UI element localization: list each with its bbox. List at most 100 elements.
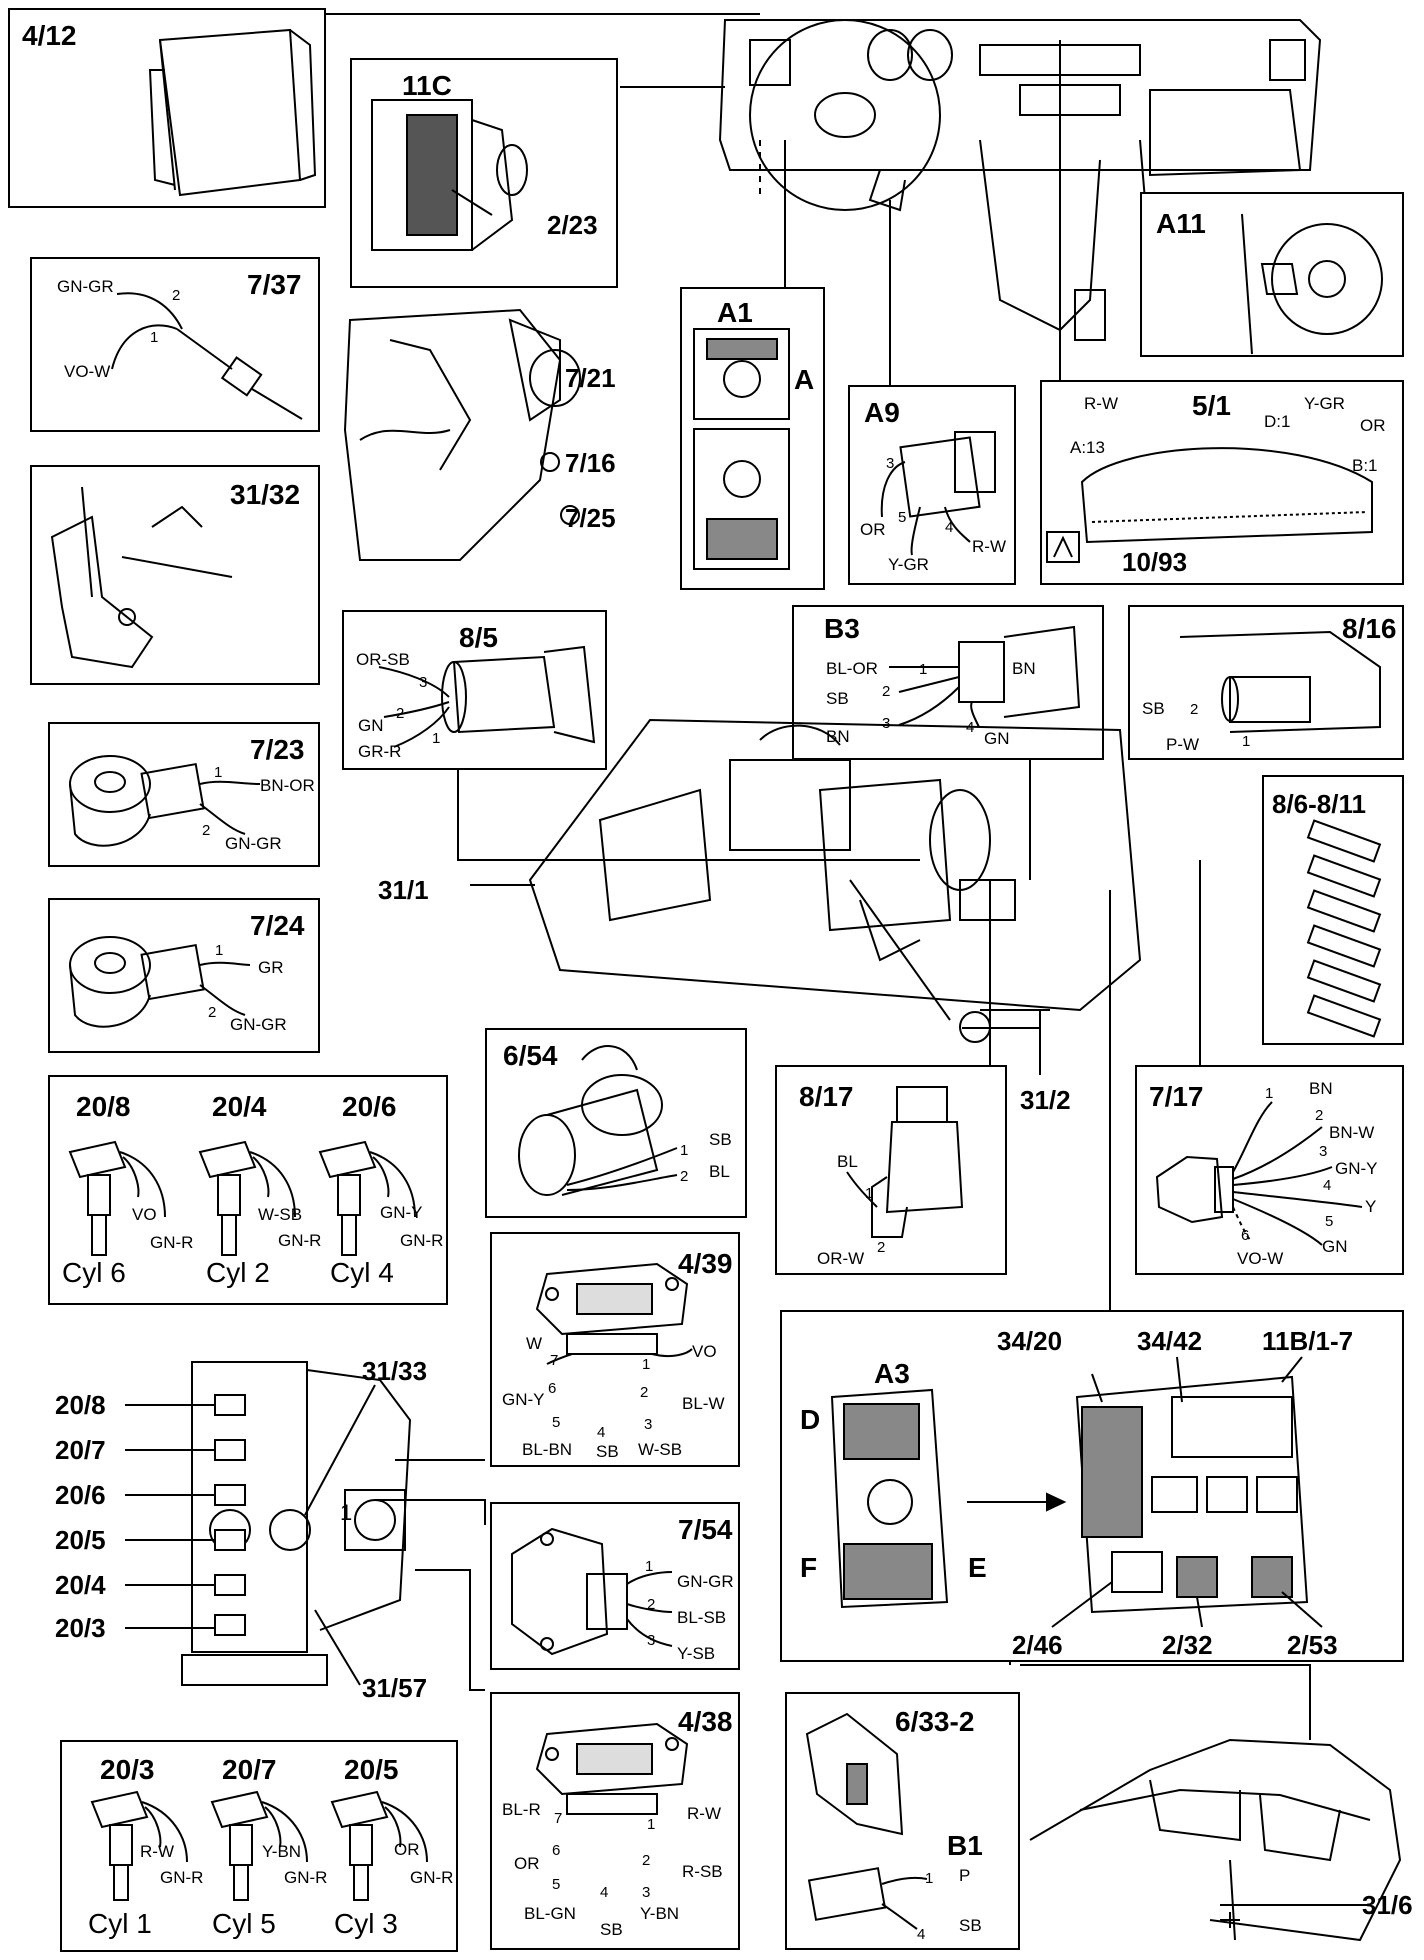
instrument-cluster-icon — [1046, 447, 1373, 563]
wire-bl: BL — [837, 1152, 858, 1171]
wire-bn: BN — [1309, 1079, 1333, 1098]
pin-4: 4 — [917, 1926, 926, 1943]
wire-vo-w: VO-W — [1237, 1249, 1284, 1268]
coil-20-3-wire-2: GN-R — [160, 1868, 204, 1887]
manifold-callout-31-57: 31/57 — [362, 1673, 428, 1703]
pin-6: 6 — [552, 1842, 561, 1859]
connector-side-d: D — [800, 1404, 821, 1435]
pin-2: 2 — [208, 1004, 217, 1021]
connector-side-a: A — [794, 364, 815, 395]
wire-w-sb: W-SB — [638, 1440, 683, 1459]
callout-7-25: 7/25 — [565, 503, 616, 533]
pump-icon — [518, 1045, 678, 1196]
wire-bl-r: BL-R — [502, 1800, 541, 1819]
coil-20-7-title: 20/7 — [222, 1754, 277, 1785]
evap-valve-icon — [846, 1086, 964, 1238]
body-bn: BN — [1012, 659, 1036, 678]
pin-5: 5 — [898, 509, 907, 526]
wire-r-sb: R-SB — [682, 1862, 723, 1881]
wire-gn-gr: GN-GR — [225, 834, 282, 853]
power-stage-icon — [535, 1722, 689, 1815]
component-7-37-title: 7/37 — [247, 269, 302, 300]
pin-1: 1 — [925, 1870, 934, 1887]
component-7-23-title: 7/23 — [250, 734, 305, 765]
callout-31-2: 31/2 — [1020, 1085, 1071, 1115]
pin-3: 3 — [644, 1416, 653, 1433]
wire-bl-gn: BL-GN — [524, 1904, 576, 1923]
callout-31-6: 31/6 — [1362, 1890, 1413, 1920]
wire-or-w: OR-W — [817, 1249, 865, 1268]
power-stage-icon — [535, 1262, 693, 1365]
pin-1: 1 — [1242, 733, 1251, 750]
wire-bn: BN — [826, 727, 850, 746]
pin-3: 3 — [1319, 1143, 1328, 1160]
pin-2: 2 — [647, 1596, 656, 1613]
pin-4: 4 — [945, 519, 954, 536]
manifold-pin-1: 1 — [340, 1500, 353, 1525]
component-8-6-title: 8/6-8/11 — [1272, 789, 1366, 819]
panel-8-16: 8/16 SB 2 P-W 1 — [1128, 605, 1404, 760]
b3-connector-icon — [889, 625, 1081, 728]
wire-y: Y — [1365, 1197, 1377, 1216]
connector-side-f: F — [800, 1552, 818, 1583]
panel-7-37: 7/37 GN-GR 2 1 VO-W — [30, 257, 320, 432]
coil-20-5-title: 20/5 — [344, 1754, 399, 1785]
callout-7-21: 7/21 — [565, 363, 616, 393]
coil-20-5-wire-2: GN-R — [410, 1868, 454, 1887]
pin-5: 5 — [552, 1414, 561, 1431]
wire-y-gr: Y-GR — [888, 555, 929, 574]
panel-coils-cyl-6-2-4: 20/8 20/4 20/6 VO GN-R W-SB GN-R GN-Y GN… — [48, 1075, 448, 1305]
temperature-sensor-icon — [111, 292, 303, 420]
pin-1: 1 — [432, 730, 441, 747]
central-electronic-module-icon — [830, 1356, 1323, 1628]
pin-1: 1 — [215, 942, 224, 959]
wire-sb: SB — [1142, 699, 1165, 718]
component-b1-title: B1 — [947, 1830, 983, 1861]
component-b3-title: B3 — [824, 613, 860, 644]
pin-3: 3 — [642, 1884, 651, 1901]
wire-gn-gr: GN-GR — [230, 1015, 287, 1034]
pin-1: 1 — [645, 1558, 654, 1575]
panel-31-32: 31/32 — [30, 465, 320, 685]
pin-1: 1 — [642, 1356, 651, 1373]
pin-2: 2 — [882, 683, 891, 700]
pin-2: 2 — [680, 1168, 689, 1185]
wire-bn-w: BN-W — [1329, 1123, 1375, 1142]
purge-valve-icon — [1179, 630, 1381, 733]
cyl-6-label: Cyl 6 — [62, 1257, 126, 1288]
callout-2-32: 2/32 — [1162, 1630, 1213, 1660]
pin-5: 5 — [1325, 1213, 1334, 1230]
component-8-16-title: 8/16 — [1342, 613, 1397, 644]
panel-b3: B3 BL-OR SB BN GN 1 2 3 4 BN — [792, 605, 1104, 760]
connector-side-e: E — [968, 1552, 987, 1583]
pin-1: 1 — [680, 1142, 689, 1159]
callout-10-93: 10/93 — [1122, 547, 1188, 577]
wire-bl-sb: BL-SB — [677, 1608, 727, 1627]
wire-gn: GN — [984, 729, 1010, 748]
coil-20-3-wire-1: R-W — [140, 1842, 174, 1861]
wire-or: OR — [514, 1854, 540, 1873]
wire-gr: GR — [258, 958, 284, 977]
panel-a3: A3 D F E 34/20 34/42 11B/1-7 2/46 2/32 2… — [780, 1310, 1404, 1662]
panel-6-54: 6/54 1 SB 2 BL — [485, 1028, 747, 1218]
wire-bl-w: BL-W — [682, 1394, 725, 1413]
label-y-gr: Y-GR — [1304, 394, 1345, 413]
wire-gn-gr: GN-GR — [57, 277, 114, 296]
callout-2-46: 2/46 — [1012, 1630, 1063, 1660]
pin-2: 2 — [1315, 1107, 1324, 1124]
component-a9-title: A9 — [864, 397, 900, 428]
panel-7-23: 7/23 1 BN-OR 2 GN-GR — [48, 722, 320, 867]
component-4-38-title: 4/38 — [678, 1706, 733, 1737]
ground-point-icon — [50, 486, 233, 669]
manifold-callout-20-4: 20/4 — [55, 1570, 106, 1600]
manifold-callout-20-5: 20/5 — [55, 1525, 106, 1555]
wire-w: W — [526, 1334, 543, 1353]
component-4-39-title: 4/39 — [678, 1248, 733, 1279]
knock-sensor-icon — [69, 755, 261, 847]
panel-6-33-2: 6/33-2 B1 1 P 4 SB — [785, 1692, 1020, 1950]
pin-3: 3 — [882, 715, 891, 732]
wire-y-sb: Y-SB — [677, 1644, 716, 1663]
coil-20-6-wire-2: GN-R — [400, 1231, 444, 1250]
coil-20-5-wire-1: OR — [394, 1840, 420, 1859]
wire-bl-bn: BL-BN — [522, 1440, 573, 1459]
